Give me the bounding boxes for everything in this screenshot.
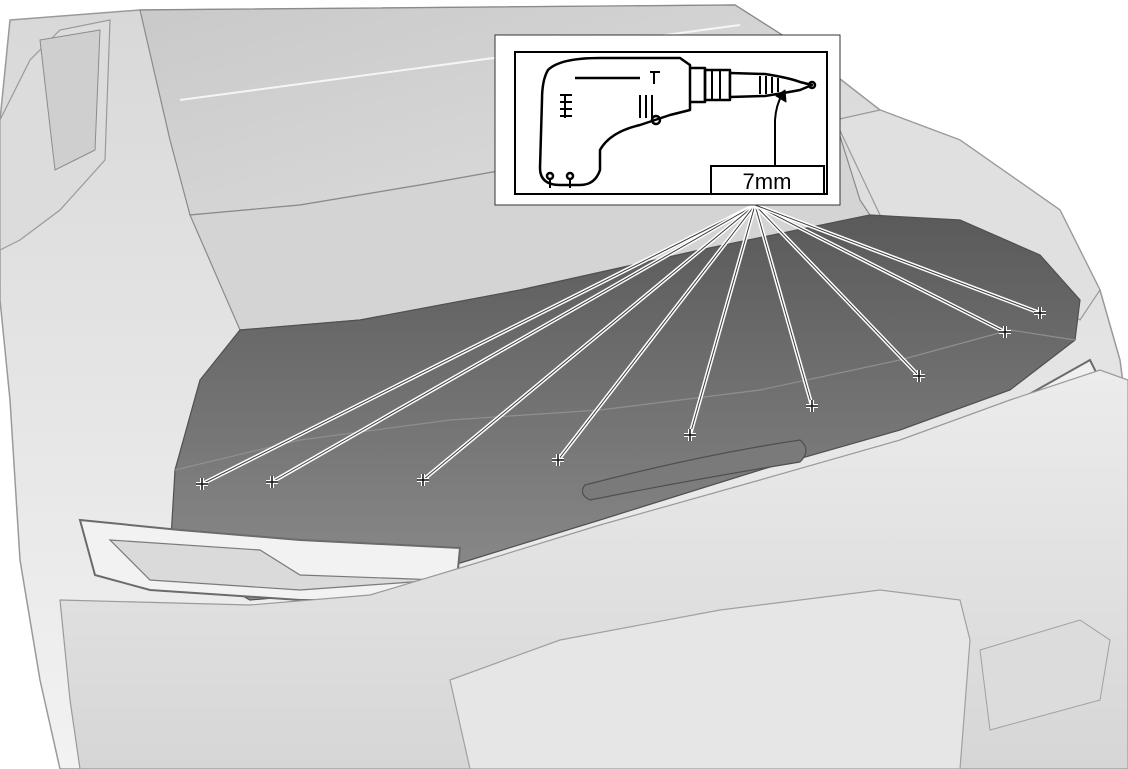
drill-point-point-2 <box>266 476 278 488</box>
rear-bumper <box>59 369 1128 769</box>
drill-point-point-8 <box>999 326 1011 338</box>
drill-point-point-6 <box>806 400 818 412</box>
drill-point-point-5 <box>684 429 696 441</box>
leader-line <box>271 204 756 483</box>
bit-size-box <box>710 165 825 195</box>
drill-icon <box>538 56 817 188</box>
leader-line <box>422 204 756 481</box>
drill-point-point-9 <box>1034 307 1046 319</box>
drill-point-markers <box>196 307 1046 490</box>
drill-callout: 7mm <box>494 34 841 206</box>
brake-light <box>581 439 807 501</box>
leader-line <box>754 204 813 407</box>
leader-line <box>689 204 756 436</box>
drill-point-point-4 <box>552 454 564 466</box>
drill-point-point-1 <box>196 478 208 490</box>
leader-line <box>557 204 756 461</box>
bit-size-label: 7mm <box>743 169 792 194</box>
leader-line <box>754 204 1041 314</box>
leader-line <box>754 204 920 377</box>
leader-line <box>754 204 1006 333</box>
leader-lines <box>201 203 1041 486</box>
drill-point-point-3 <box>417 474 429 486</box>
leader-line <box>201 204 756 485</box>
drill-point-point-7 <box>913 370 925 382</box>
